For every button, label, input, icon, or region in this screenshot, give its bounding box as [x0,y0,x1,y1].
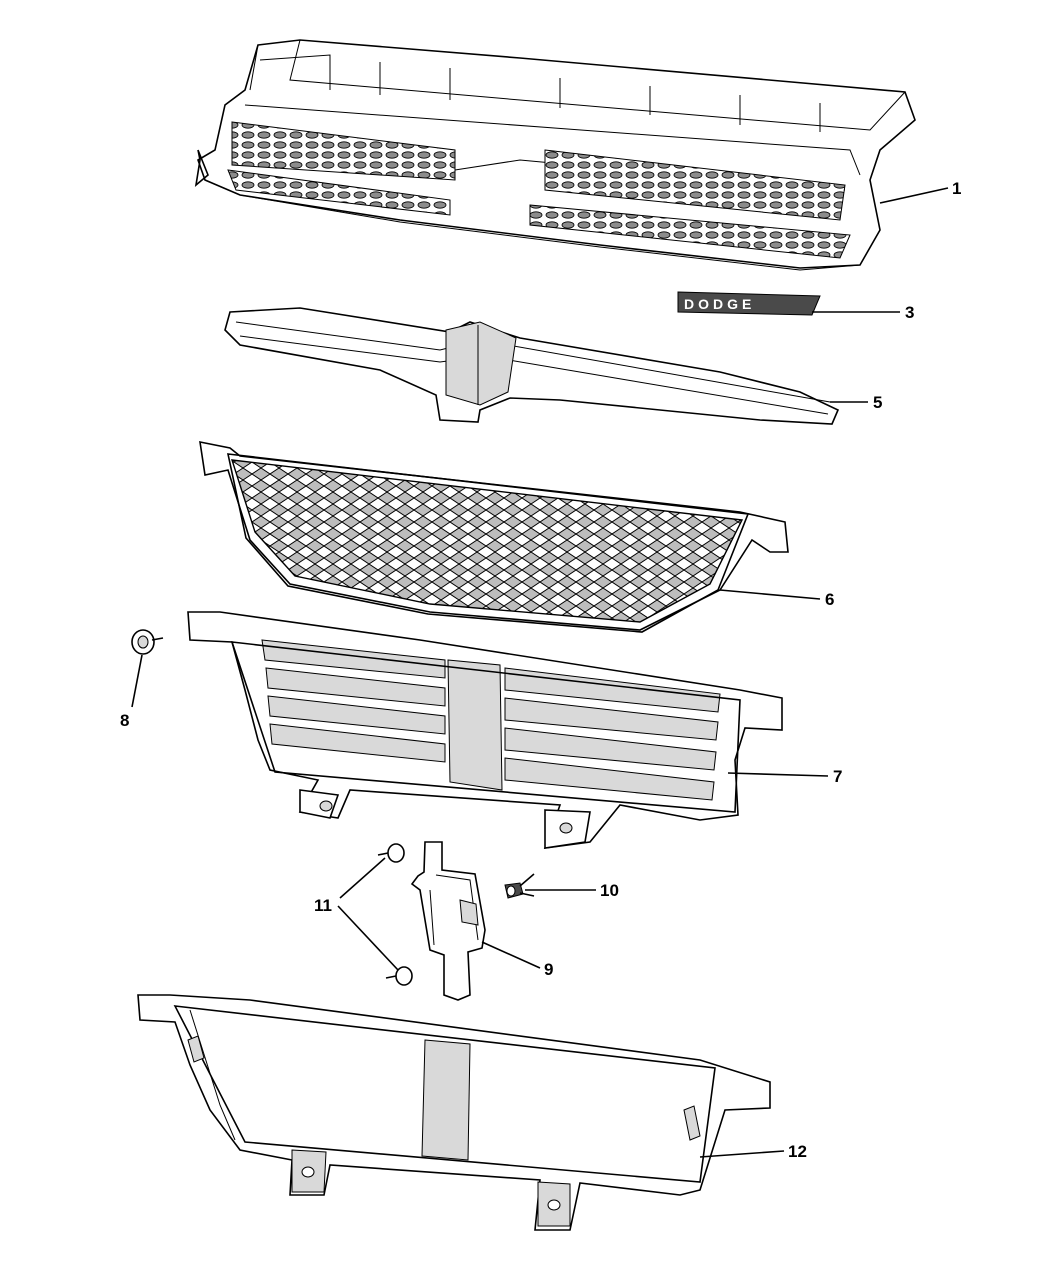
callout-10: 10 [600,881,619,900]
callout-3: 3 [905,303,914,322]
leader-6 [719,589,821,600]
callouts: 1 3 5 6 8 7 10 11 9 12 [120,179,961,1161]
leader-8 [131,654,143,708]
part-12-lower-carrier [137,994,771,1231]
callout-9: 9 [544,960,553,979]
part-11-screw-upper [377,843,405,863]
leader-12 [699,1150,785,1158]
shutter-vanes-left [261,639,446,763]
leader-1 [879,187,949,204]
callout-11: 11 [314,896,332,915]
part-9-actuator [410,841,486,1001]
svg-text:DODGE: DODGE [684,296,755,312]
leader-7 [727,772,829,777]
part-5-crossbar [224,307,840,425]
part-6-mesh-grille [199,440,789,633]
leader-11a [339,857,386,899]
part-7-shutter-housing [187,611,783,849]
leader-9 [481,941,541,969]
leader-lines [131,187,949,1158]
callout-1: 1 [952,179,961,198]
callout-6: 6 [825,590,834,609]
part-11-screw-lower [385,966,413,986]
callout-8: 8 [120,711,129,730]
leader-11b [337,905,399,971]
part-10-connector [504,873,535,899]
callout-7: 7 [833,767,842,786]
part-8-push-pin [131,629,164,655]
part-3-badge: DODGE [677,291,821,316]
callout-5: 5 [873,393,882,412]
part-1-grille-assembly [194,39,916,271]
callout-12: 12 [788,1142,807,1161]
